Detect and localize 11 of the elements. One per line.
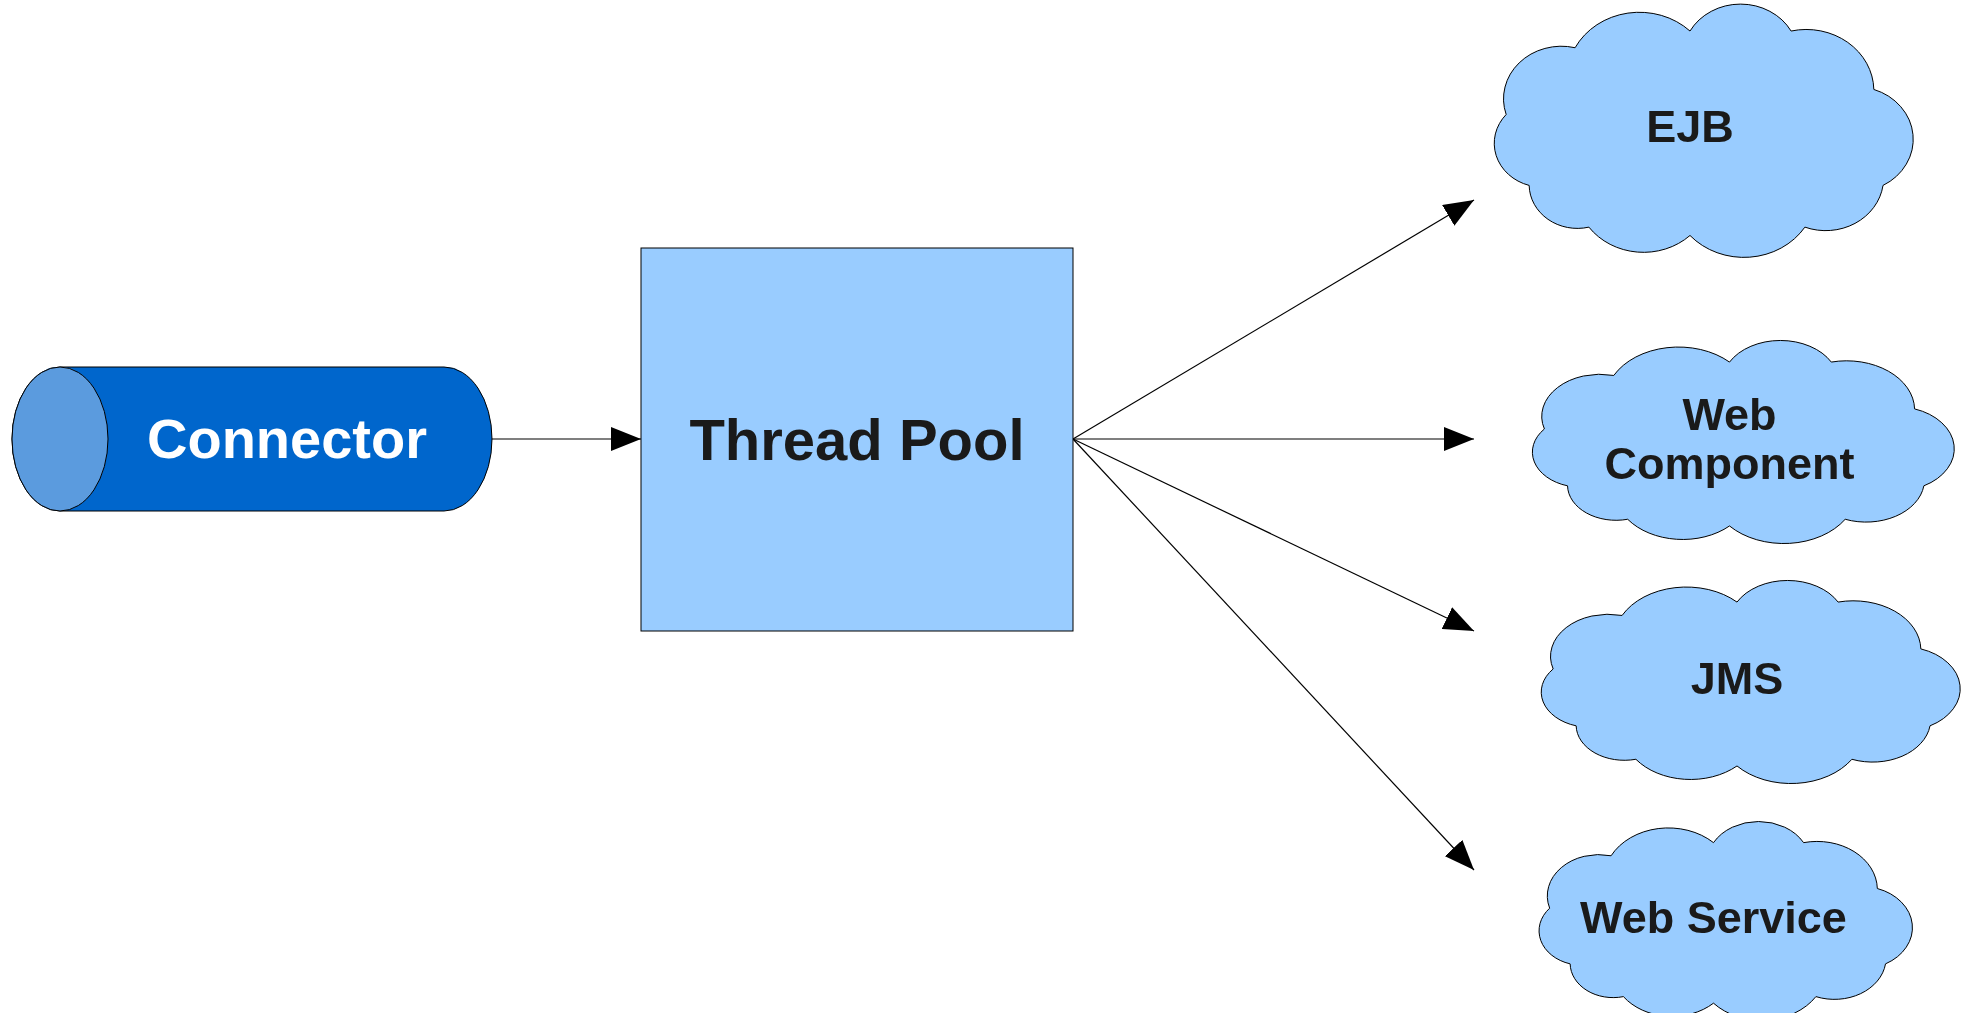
node-label: Web Component: [1603, 389, 1856, 489]
node-label: Thread Pool: [689, 407, 1025, 472]
node-label: Web Service: [1580, 893, 1847, 943]
arrow: [1072, 199, 1475, 440]
arrow: [1072, 438, 1475, 632]
node-label: EJB: [1646, 102, 1734, 152]
arrow: [491, 427, 642, 451]
arrow: [1072, 438, 1475, 871]
arrow: [1072, 427, 1475, 451]
node-label: JMS: [1690, 654, 1784, 704]
node-label: Connector: [147, 408, 427, 470]
